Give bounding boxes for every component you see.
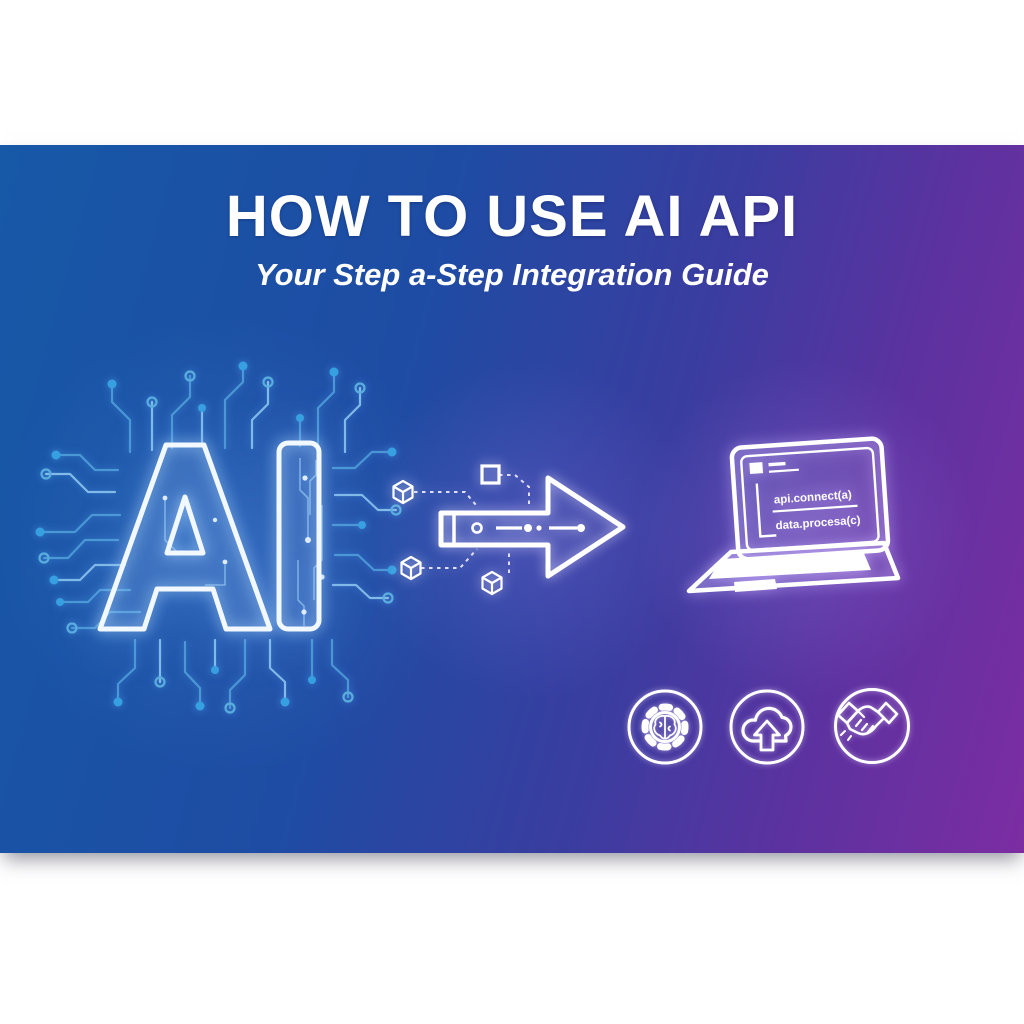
- page-title: HOW TO USE AI API: [225, 184, 799, 249]
- circuit-node-dots: [35, 361, 397, 711]
- flow-arrow-graphic: [392, 464, 626, 596]
- code-line-1: api.connect(a): [774, 489, 853, 506]
- gradient-banner: HOW TO USE AI API Your Step a-Step Integ…: [0, 145, 1024, 853]
- arrow-right-icon: [438, 475, 626, 579]
- cube-icon: [392, 479, 414, 505]
- circuit-node-rings: [38, 370, 402, 714]
- laptop-keyboard: [709, 551, 871, 579]
- cloud-upload-icon: [729, 689, 805, 765]
- laptop-base: [686, 540, 901, 594]
- code-line-2: data.procesa(c): [775, 515, 861, 533]
- feature-icons-row: [627, 688, 910, 765]
- top-white-band: [0, 0, 1024, 145]
- bottom-white-band: [0, 853, 1024, 1024]
- cube-icon: [481, 570, 503, 596]
- letter-i-outline: [276, 440, 322, 632]
- laptop-graphic: api.connect(a) data.procesa(c): [686, 436, 901, 594]
- square-node-icon: [480, 464, 501, 485]
- cube-icon: [400, 555, 422, 581]
- arrow-circuit-detail: [471, 522, 585, 534]
- handshake-icon: [834, 688, 910, 764]
- gear-brain-icon: [627, 689, 703, 765]
- laptop-trackpad: [734, 579, 777, 592]
- circuit-board-graphic: [35, 361, 402, 714]
- ai-letters-graphic: [97, 440, 322, 632]
- letter-a-outline: [97, 442, 273, 632]
- ai-letters-label: AI: [0, 145, 1, 146]
- page-subtitle: Your Step a-Step Integration Guide: [255, 257, 769, 292]
- window-icon: [749, 462, 764, 475]
